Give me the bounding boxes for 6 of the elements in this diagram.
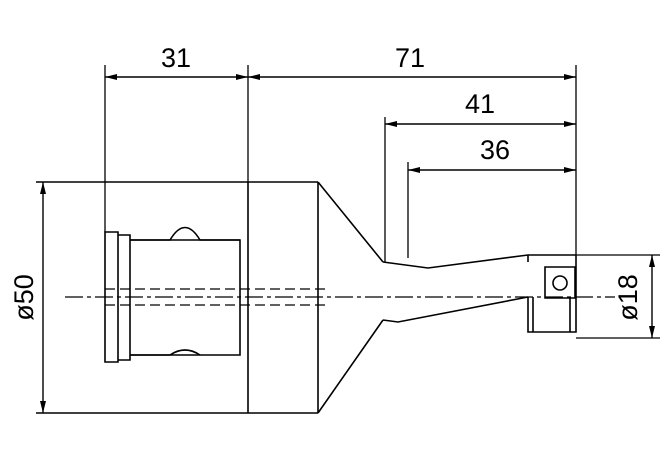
dimension-label: 36 (480, 136, 510, 164)
dimension-label: ø18 (614, 274, 642, 320)
dimension-label: 31 (161, 44, 192, 72)
dimension-label: 41 (465, 90, 496, 118)
dimension-label: 71 (395, 44, 426, 72)
dimension-label: ø50 (10, 274, 38, 320)
